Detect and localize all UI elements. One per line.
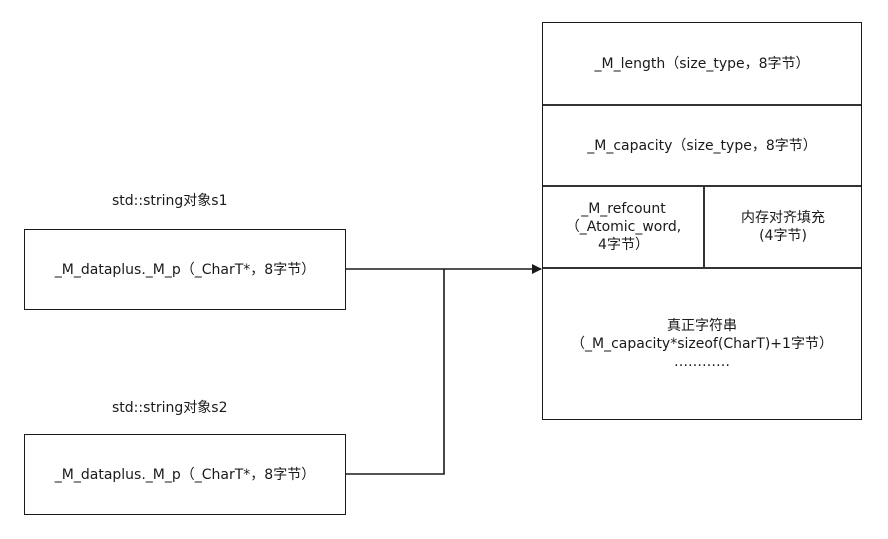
refcount-line-3: 4字节） [598,237,649,253]
s2-pointer-line [346,269,445,475]
divider-3 [543,267,861,269]
length-cell: _M_length（size_type，8字节） [543,23,861,105]
padding-cell: 内存对齐填充 (4字节) [705,187,861,267]
string-line-2: （_M_capacity*sizeof(CharT)+1字节） [571,336,833,352]
s1-dataplus-field: _M_dataplus._M_p（_CharT*，8字节） [54,261,316,278]
padding-line-2: (4字节) [759,228,807,244]
refcount-line-1: _M_refcount [581,201,666,217]
capacity-field: _M_capacity（size_type，8字节） [587,138,817,154]
s2-dataplus-field: _M_dataplus._M_p（_CharT*，8字节） [54,466,316,483]
capacity-cell: _M_capacity（size_type，8字节） [543,106,861,186]
s1-dataplus-box: _M_dataplus._M_p（_CharT*，8字节） [24,229,346,310]
length-field: _M_length（size_type，8字节） [594,56,810,72]
s2-dataplus-box: _M_dataplus._M_p（_CharT*，8字节） [24,434,346,515]
refcount-cell: _M_refcount （_Atomic_word, 4字节） [543,187,704,267]
divider-2 [543,185,861,187]
string-line-1: 真正字符串 [667,318,737,334]
divider-1 [543,104,861,106]
padding-line-1: 内存对齐填充 [741,210,825,226]
string-line-3: ………… [674,354,730,370]
refcount-line-2: （_Atomic_word, [565,219,682,235]
string-cell: 真正字符串 （_M_capacity*sizeof(CharT)+1字节） ……… [543,269,861,419]
s2-title: std::string对象s2 [112,400,228,416]
rep-structure: _M_length（size_type，8字节） _M_capacity（siz… [542,22,862,420]
s1-title: std::string对象s1 [112,193,228,209]
divider-vertical [703,186,705,268]
